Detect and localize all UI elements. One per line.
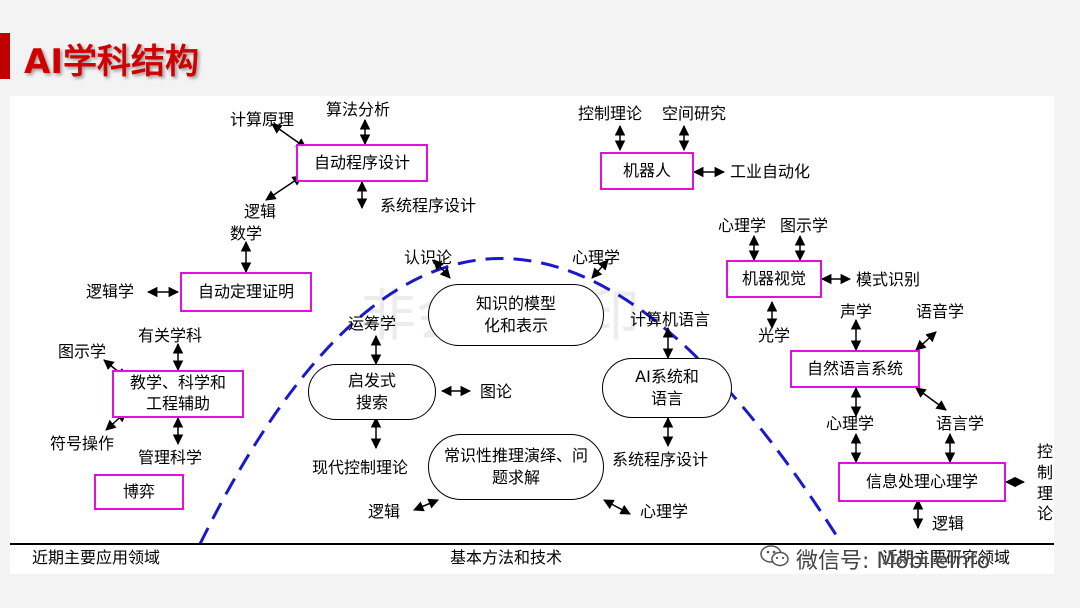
label-space-research: 空间研究	[662, 104, 727, 123]
label-psychology-4: 心理学	[640, 502, 689, 521]
label-cognition: 认识论	[404, 248, 453, 267]
box-nlp-system: 自然语言系统	[790, 350, 920, 388]
label-graphics-1: 图示学	[780, 216, 829, 235]
footer-basic-methods: 基本方法和技术	[450, 548, 563, 567]
label-pattern-recognition: 模式识别	[856, 270, 921, 289]
label-psychology-2: 心理学	[572, 248, 621, 267]
pill-search: 启发式搜索	[308, 364, 436, 420]
diagram-canvas: 非会员水印	[10, 96, 1054, 574]
label-logic-2: 逻辑	[368, 502, 401, 521]
title-accent-bar	[0, 33, 10, 79]
label-computer-language: 计算机语言	[630, 310, 711, 329]
label-logic-study: 逻辑学	[86, 282, 135, 301]
connector-lines	[10, 118, 1054, 545]
box-robot: 机器人	[600, 152, 694, 190]
label-modern-control: 现代控制理论	[312, 458, 409, 477]
label-control-theory-vertical: 控制理论	[1036, 442, 1053, 524]
label-math: 数学	[230, 224, 263, 243]
label-calc-principle: 计算原理	[230, 110, 295, 129]
label-algo-analysis: 算法分析	[326, 100, 391, 119]
label-psychology-3: 心理学	[826, 414, 875, 433]
label-logic-1: 逻辑	[244, 202, 277, 221]
box-machine-vision: 机器视觉	[726, 260, 822, 298]
label-acoustics: 声学	[840, 302, 873, 321]
wechat-icon	[760, 544, 790, 568]
footer-near-term-applications: 近期主要应用领域	[32, 548, 161, 567]
box-theorem-proving: 自动定理证明	[180, 272, 312, 312]
box-info-psychology: 信息处理心理学	[838, 462, 1006, 502]
box-teaching-aid: 教学、科学和工程辅助	[112, 370, 244, 418]
label-psychology-1: 心理学	[718, 216, 767, 235]
label-operations-research: 运筹学	[348, 314, 397, 333]
label-graph-theory: 图论	[480, 382, 513, 401]
label-phonetics: 语音学	[916, 302, 965, 321]
box-game: 博弈	[94, 474, 184, 510]
label-logic-3: 逻辑	[932, 514, 965, 533]
pill-ai-language: AI系统和语言	[602, 358, 732, 418]
dome-arc	[198, 257, 840, 545]
label-optics: 光学	[758, 326, 791, 345]
wechat-watermark: 微信号: MobileInfo	[796, 549, 991, 574]
label-system-design-2: 系统程序设计	[612, 450, 709, 469]
slide-title: AI学科结构	[24, 42, 199, 82]
label-graphics-2: 图示学	[58, 342, 107, 361]
pill-commonsense: 常识性推理演绎、问题求解	[428, 434, 604, 500]
label-system-design-1: 系统程序设计	[380, 196, 477, 215]
label-industrial-automation: 工业自动化	[730, 162, 811, 181]
footer-near-term-research: 近期主要研究领域	[882, 548, 1011, 567]
label-related-disciplines: 有关学科	[138, 326, 203, 345]
label-control-theory-1: 控制理论	[578, 104, 643, 123]
label-management-science: 管理科学	[138, 448, 203, 467]
pill-knowledge: 知识的模型化和表示	[428, 284, 604, 346]
box-auto-programming: 自动程序设计	[296, 144, 428, 182]
label-symbol-operations: 符号操作	[50, 434, 115, 453]
label-linguistics: 语言学	[936, 414, 985, 433]
